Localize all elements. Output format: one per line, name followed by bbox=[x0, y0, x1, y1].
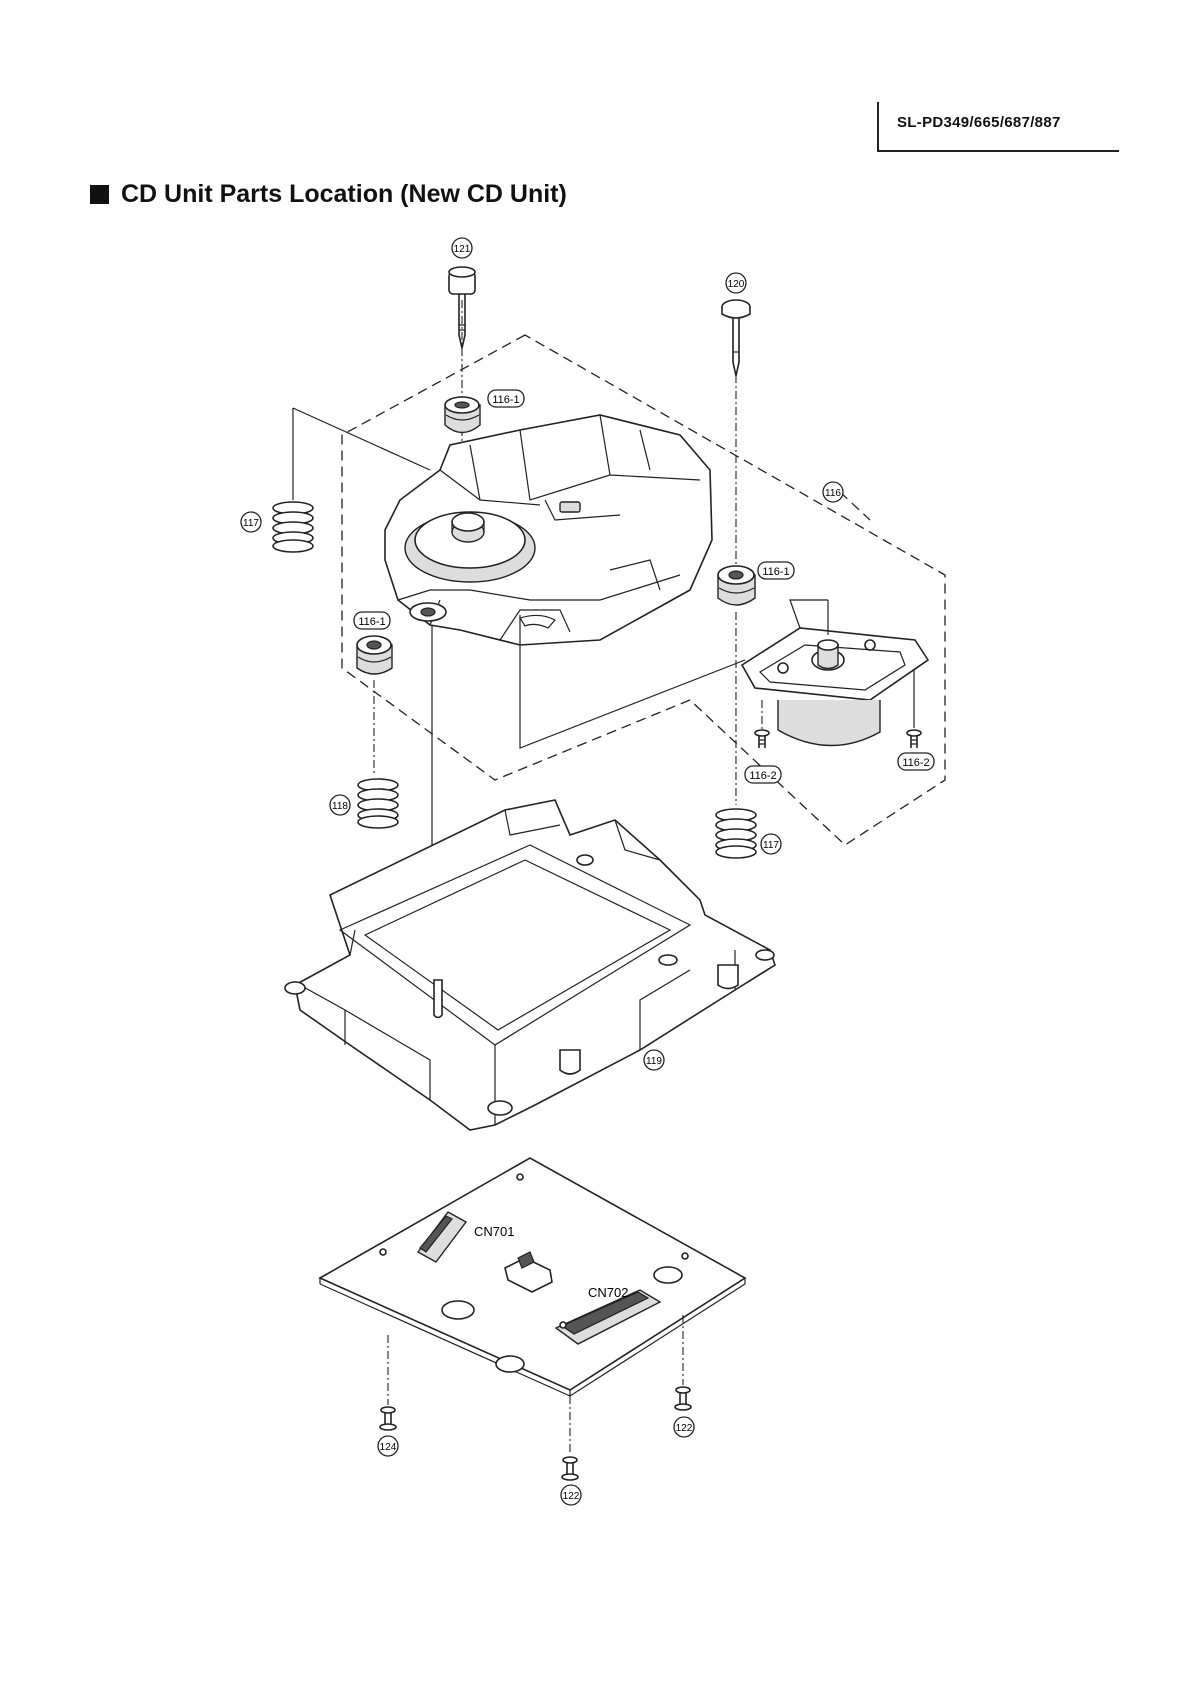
screw-124 bbox=[380, 1335, 396, 1430]
callout-116-1-left: 116-1 bbox=[354, 612, 390, 629]
callout-120: 120 bbox=[726, 273, 746, 293]
callout-117-left: 117 bbox=[241, 512, 261, 532]
callout-124-text: 124 bbox=[380, 1442, 397, 1453]
callout-116-1-right: 116-1 bbox=[758, 562, 794, 579]
connector-cn701-label: CN701 bbox=[474, 1224, 514, 1239]
callout-116-1-top: 116-1 bbox=[488, 390, 524, 407]
damper-116-1-left bbox=[357, 636, 392, 674]
callout-116-2-a-text: 116-2 bbox=[749, 770, 776, 782]
callout-116-2-a: 116-2 bbox=[745, 766, 781, 783]
callout-121: 121 bbox=[452, 238, 472, 258]
callout-122-b: 122 bbox=[674, 1417, 694, 1437]
motor-assembly bbox=[742, 600, 928, 746]
callout-120-text: 120 bbox=[728, 279, 745, 290]
callout-119: 119 bbox=[644, 1050, 664, 1070]
damper-116-1-right bbox=[718, 566, 755, 605]
callout-122-a-text: 122 bbox=[563, 1491, 580, 1502]
screw-116-2-b bbox=[907, 670, 921, 748]
callout-116-1-top-text: 116-1 bbox=[492, 394, 519, 406]
callout-119-text: 119 bbox=[646, 1056, 662, 1067]
callout-117-left-text: 117 bbox=[243, 518, 259, 529]
cd-mechanism bbox=[385, 415, 712, 645]
circuit-board bbox=[320, 1158, 745, 1396]
callout-116-text: 116 bbox=[825, 488, 841, 499]
spring-118 bbox=[358, 680, 398, 828]
callout-121-text: 121 bbox=[454, 244, 471, 255]
screw-121 bbox=[449, 267, 475, 470]
screw-116-2-a bbox=[755, 700, 769, 748]
callout-118: 118 bbox=[330, 795, 350, 815]
screw-122-b bbox=[675, 1315, 691, 1410]
callout-122-a: 122 bbox=[561, 1485, 581, 1505]
frame-119 bbox=[285, 800, 775, 1130]
callout-116-2-b-text: 116-2 bbox=[902, 757, 929, 769]
pin-120 bbox=[722, 300, 750, 575]
spring-117-right bbox=[716, 612, 756, 858]
callout-124: 124 bbox=[378, 1436, 398, 1456]
connector-cn702-label: CN702 bbox=[588, 1285, 628, 1300]
callout-116-2-b: 116-2 bbox=[898, 753, 934, 770]
callout-118-text: 118 bbox=[332, 801, 348, 812]
callout-117-right: 117 bbox=[761, 834, 781, 854]
callout-116: 116 bbox=[823, 482, 843, 502]
callout-116-1-right-text: 116-1 bbox=[762, 566, 789, 578]
callout-122-b-text: 122 bbox=[676, 1423, 693, 1434]
screw-122-a bbox=[562, 1396, 578, 1480]
callout-117-right-text: 117 bbox=[763, 840, 779, 851]
damper-116-1-top bbox=[445, 397, 480, 433]
callout-116-1-left-text: 116-1 bbox=[358, 616, 385, 628]
